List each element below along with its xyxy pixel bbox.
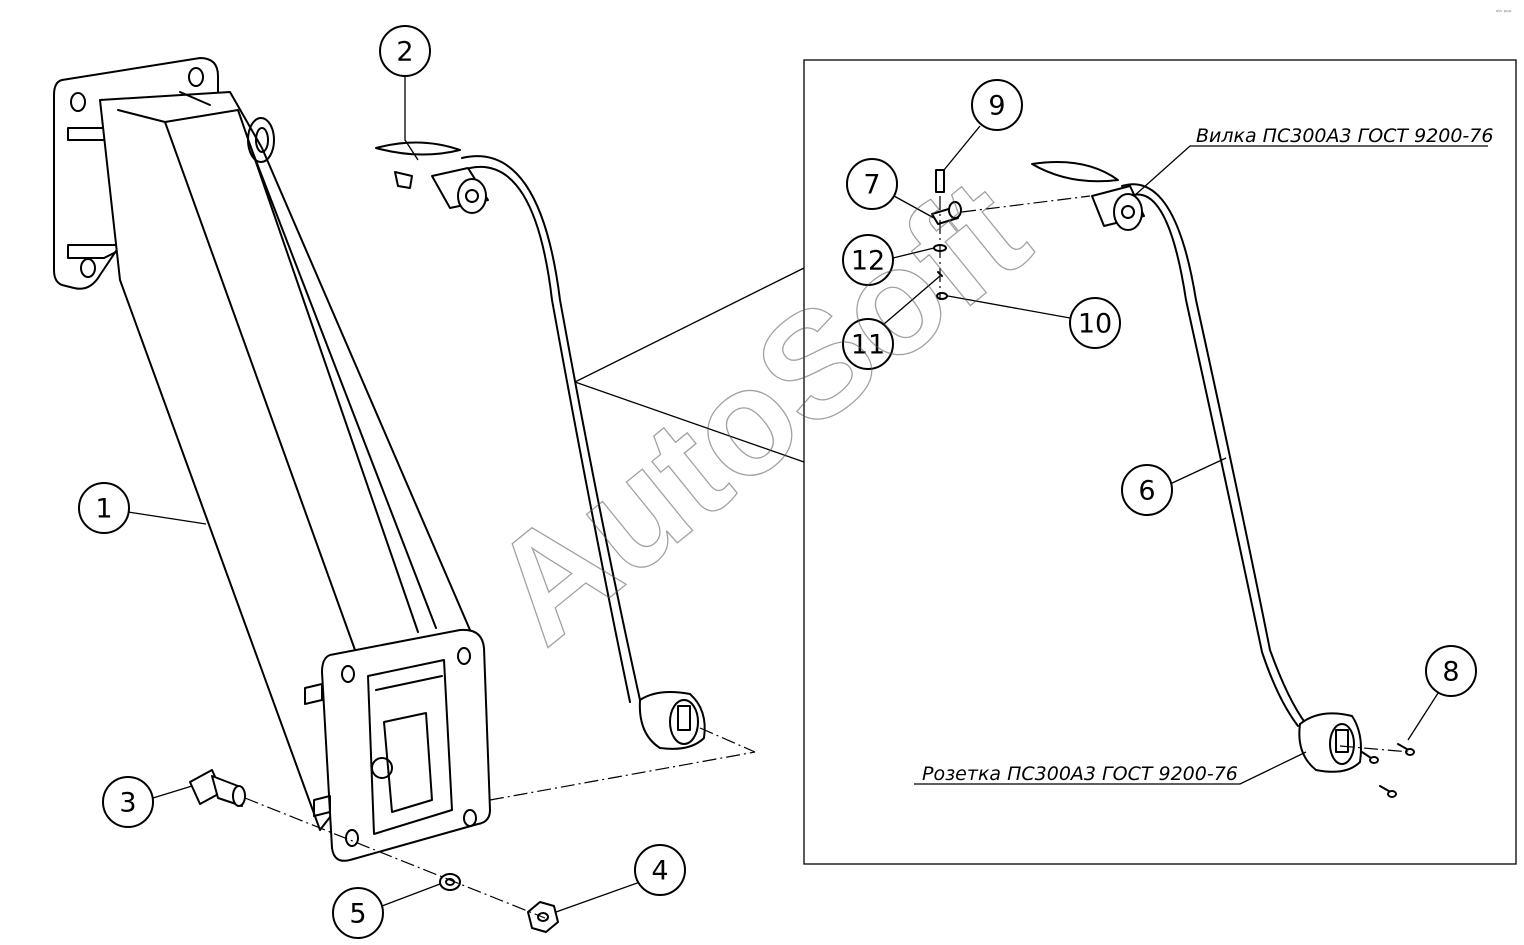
- assembly-line: [699, 727, 756, 753]
- lock-washer: [439, 873, 461, 891]
- bracket-bottom-plate: [321, 628, 491, 862]
- callout-plug-text: Вилка ПС300А3 ГОСТ 9200-76: [1196, 125, 1493, 147]
- lifting-eye: [247, 117, 275, 163]
- plate-gusset: [67, 244, 131, 259]
- assembly-line: [961, 195, 1091, 213]
- cable-assembly-left: [375, 141, 706, 750]
- plate-hole: [341, 665, 355, 683]
- item-balloon-1: 1: [78, 482, 207, 534]
- item-balloon-7: 7: [846, 158, 935, 219]
- bracket-assembly: [53, 57, 491, 862]
- plug-left: [394, 167, 489, 214]
- plate-hole: [188, 67, 204, 87]
- socket-detail: [1298, 712, 1362, 773]
- item-label: 7: [863, 170, 880, 201]
- pocket-boss: [371, 757, 393, 779]
- detail-leader: [574, 381, 805, 463]
- item-label: 3: [119, 788, 136, 819]
- cable-left-inner: [469, 165, 631, 703]
- socket-pocket-inner: [375, 675, 443, 691]
- plug-detail: [1091, 185, 1145, 231]
- item-label: 10: [1078, 309, 1112, 340]
- cable-left: [461, 155, 641, 701]
- item-label: 9: [988, 91, 1005, 122]
- plate-hole: [457, 647, 471, 665]
- item-balloon-9: 9: [943, 79, 1023, 171]
- callout-plug: Вилка ПС300А3 ГОСТ 9200-76: [1133, 125, 1493, 197]
- cable-assembly-detail: [931, 161, 1415, 798]
- plug-holder-detail: [1031, 161, 1119, 183]
- item-balloon-11: 11: [842, 275, 941, 370]
- plate-tab: [304, 683, 323, 705]
- socket-pocket: [367, 659, 453, 835]
- cable-detail: [1121, 183, 1307, 725]
- tube-edge: [179, 91, 211, 106]
- plate-hole: [463, 809, 477, 827]
- item-balloon-6: 6: [1121, 457, 1227, 516]
- item-balloon-5: 5: [332, 883, 441, 939]
- assembly-line: [489, 751, 756, 801]
- callout-socket: Розетка ПС300А3 ГОСТ 9200-76: [914, 751, 1307, 785]
- plate-tab: [313, 795, 331, 817]
- socket-left: [638, 691, 706, 750]
- item-label: 6: [1138, 476, 1155, 507]
- plate-hole: [70, 92, 86, 112]
- item-label: 5: [349, 899, 366, 930]
- item-balloon-4: 4: [555, 844, 686, 913]
- item-label: 11: [851, 330, 885, 361]
- item-balloon-10: 10: [947, 295, 1121, 349]
- item-label: 12: [851, 246, 885, 277]
- cable-detail-inner: [1129, 193, 1299, 727]
- assembly-line: [1339, 745, 1411, 753]
- item-label: 4: [651, 856, 668, 887]
- item-balloon-2: 2: [379, 25, 431, 161]
- item-balloon-12: 12: [842, 234, 935, 286]
- item-balloon-3: 3: [102, 776, 193, 828]
- corner-mark: ᵃˡᵖ ᵖᵖᵖ: [1496, 9, 1512, 16]
- assembly-line: [244, 797, 546, 919]
- detail-leader: [574, 267, 805, 383]
- plug-holder-left: [375, 141, 461, 156]
- item-balloon-8: 8: [1407, 645, 1477, 741]
- item-label: 8: [1442, 657, 1459, 688]
- item-label: 2: [396, 37, 413, 68]
- tube-edge: [247, 139, 437, 629]
- callout-socket-text: Розетка ПС300А3 ГОСТ 9200-76: [922, 763, 1238, 785]
- socket-pocket-inner: [383, 712, 433, 813]
- lifting-eye-hole: [255, 127, 269, 153]
- bolt: [189, 769, 246, 807]
- tube-edge: [164, 109, 419, 633]
- watermark: AutoSoft: [459, 146, 1057, 675]
- item-label: 1: [95, 494, 112, 525]
